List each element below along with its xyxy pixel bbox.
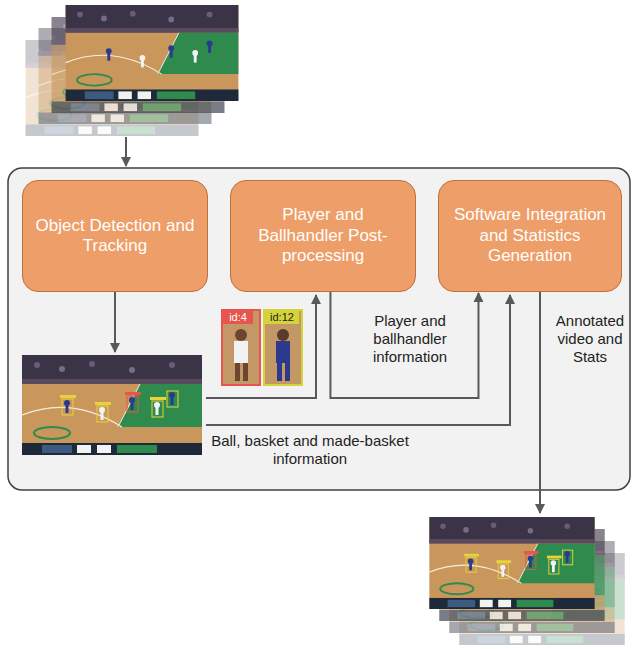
- box-text-group: Software Integration and Statistics Gene…: [451, 205, 609, 266]
- output-arrow: [539, 292, 541, 513]
- player-id-tag: id:4: [223, 311, 253, 324]
- box-title: Object Detection and Tracking: [35, 216, 195, 257]
- process-box: Object Detection and Tracking: [22, 180, 208, 292]
- frame-to-integration-arrow: [206, 295, 510, 425]
- flow-label: Ball, basket and made-basket information: [190, 432, 430, 468]
- flow-label: Annotated video and Stats: [548, 312, 632, 366]
- output-video-frames: [429, 517, 625, 645]
- player-crops: [222, 310, 302, 385]
- process-box: Player and Ballhandler Post-processing: [230, 180, 416, 292]
- box-text-group: Player and Ballhandler Post-processing: [243, 205, 403, 266]
- box-title: Player and Ballhandler Post-processing: [243, 205, 403, 266]
- player-id-tag: id:12: [265, 311, 299, 324]
- connector-label: Player and ballhandler information: [350, 312, 470, 366]
- process-box: Software Integration and Statistics Gene…: [438, 180, 622, 292]
- box-title: Software Integration and Statistics Gene…: [451, 205, 609, 266]
- input-video-frames: [26, 5, 239, 136]
- pipeline-container: [8, 168, 630, 490]
- annotated-frame: [22, 355, 202, 455]
- flow-connector: [330, 292, 478, 398]
- detection-to-frame-arrow: [114, 292, 116, 352]
- box-text-group: Object Detection and Tracking: [35, 216, 195, 257]
- frame-to-postprocessing-arrow: [206, 295, 316, 398]
- input-arrow: [125, 137, 127, 166]
